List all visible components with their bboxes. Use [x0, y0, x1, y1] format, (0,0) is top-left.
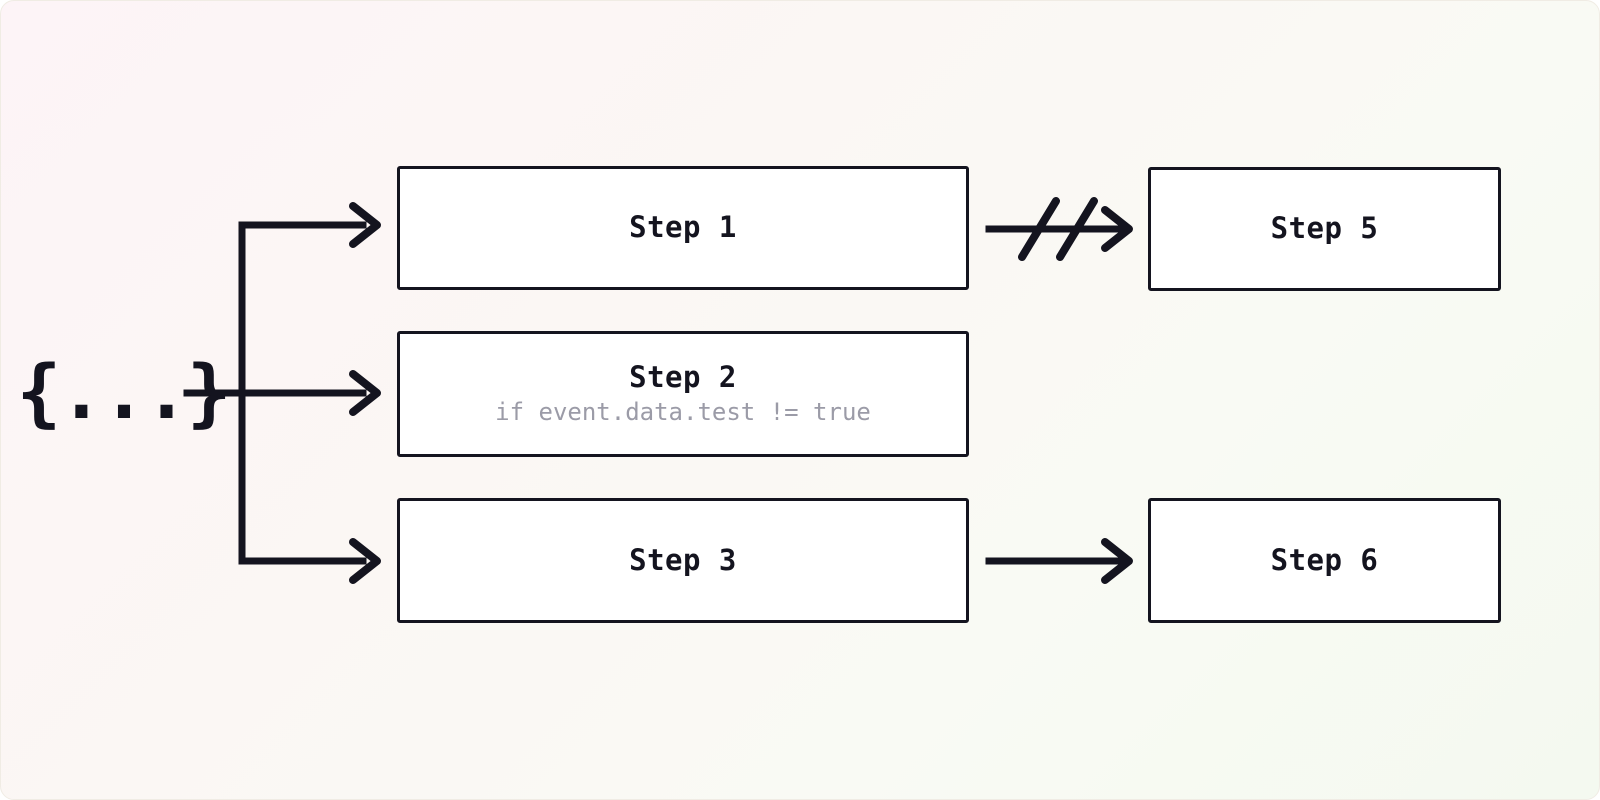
step-node-step-6[interactable]: Step 6: [1148, 498, 1501, 623]
step-title: Step 5: [1270, 211, 1379, 246]
arrowhead-step-3: [349, 538, 381, 584]
arrowhead-step-1: [349, 202, 381, 248]
skipped-edge-marker: [1018, 197, 1098, 261]
step-condition: if event.data.test != true: [495, 398, 871, 427]
step-title: Step 1: [629, 210, 737, 245]
step-title: Step 6: [1270, 542, 1379, 577]
arrowhead-step-2: [349, 370, 381, 416]
step-title: Step 3: [629, 542, 737, 577]
step-node-step-1[interactable]: Step 1: [397, 166, 969, 290]
step-node-step-3[interactable]: Step 3: [397, 498, 969, 623]
step-title: Step 2: [629, 359, 737, 394]
source-event-token: {...}: [16, 350, 232, 436]
arrowhead-step-5: [1101, 206, 1133, 252]
step-node-step-2[interactable]: Step 2 if event.data.test != true: [397, 331, 969, 457]
arrowhead-step-6: [1101, 538, 1133, 584]
step-node-step-5[interactable]: Step 5: [1148, 167, 1501, 291]
